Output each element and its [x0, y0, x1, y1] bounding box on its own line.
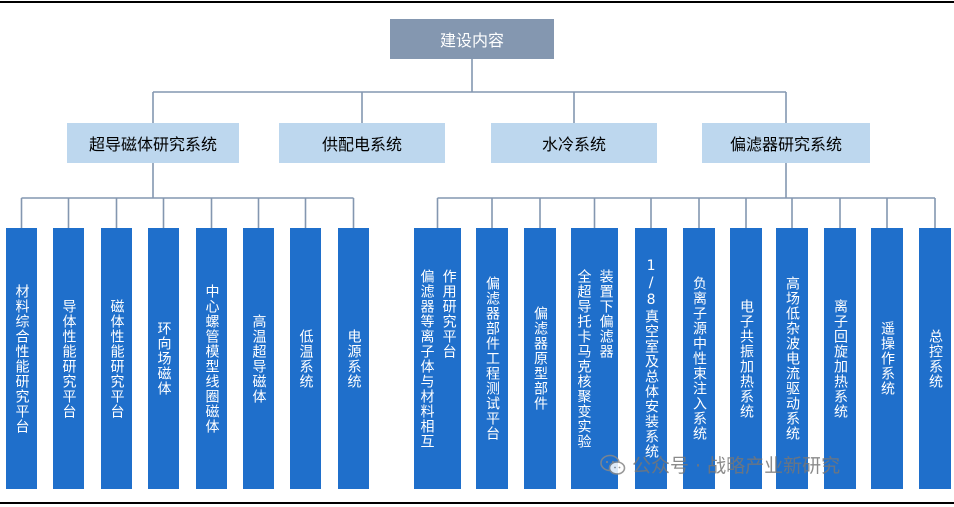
leaf-text-group: 中心螺管模型线圈磁体 [203, 283, 220, 434]
leaf-divertor-7: 高场低杂波电流驱动系统 [776, 228, 808, 489]
leaf-label: 导体性能研究平台 [60, 298, 77, 419]
leaf-divertor-4: 1/8真空室及总体安装系统 [635, 228, 667, 489]
leaf-text-group: 高温超导磁体 [250, 313, 267, 404]
leaf-divertor-1: 偏滤器部件工程测试平台 [476, 228, 508, 489]
leaf-divertor-3: 全超导托卡马克核聚变实验装置下偏滤器 [571, 228, 618, 489]
bottom-rule [0, 502, 954, 504]
leaf-label: 负离子源中性束注入系统 [691, 276, 708, 441]
leaf-label: 磁体性能研究平台 [108, 298, 125, 419]
leaf-label: 偏滤器等离子体与材料相互 [418, 268, 435, 449]
leaf-label: 中心螺管模型线圈磁体 [203, 283, 220, 434]
leaf-magnet-0: 材料综合性能研究平台 [6, 228, 37, 489]
leaf-text-group: 偏滤器原型部件 [532, 306, 548, 411]
leaf-label: 电子共振加热系统 [738, 298, 755, 419]
leaf-divertor-10: 总控系统 [919, 228, 951, 489]
category-label: 偏滤器研究系统 [729, 135, 842, 154]
leaf-label: 高场低杂波电流驱动系统 [784, 276, 801, 441]
leaf-magnet-4: 中心螺管模型线圈磁体 [196, 228, 227, 489]
leaf-divertor-6: 电子共振加热系统 [730, 228, 762, 489]
leaf-label: 偏滤器原型部件 [532, 306, 549, 411]
leaf-label: 离子回旋加热系统 [832, 298, 849, 419]
leaf-text-group: 偏滤器部件工程测试平台 [484, 276, 500, 441]
leaf-label: 总控系统 [927, 328, 944, 389]
root-label: 建设内容 [439, 31, 504, 50]
leaf-label: 高温超导磁体 [250, 313, 267, 404]
leaf-text-group: 磁体性能研究平台 [108, 298, 125, 419]
leaf-text-group: 离子回旋加热系统 [832, 299, 848, 419]
leaf-text-group: 总控系统 [927, 329, 943, 389]
leaf-label: 装置下偏滤器 [597, 268, 614, 359]
leaf-divertor-9: 遥操作系统 [871, 228, 903, 489]
leaf-text-group: 全超导托卡马克核聚变实验装置下偏滤器 [575, 268, 614, 449]
leaf-label: 全超导托卡马克核聚变实验 [575, 268, 592, 449]
leaf-text-group: 导体性能研究平台 [60, 298, 77, 419]
leaf-text-group: 电源系统 [345, 328, 362, 389]
leaf-label: 遥操作系统 [879, 321, 896, 396]
leaf-magnet-1: 导体性能研究平台 [53, 228, 84, 489]
leaf-label: 低温系统 [297, 328, 314, 389]
leaf-divertor-0: 偏滤器等离子体与材料相互作用研究平台 [414, 228, 461, 489]
leaf-text-group: 材料综合性能研究平台 [13, 283, 30, 434]
leaf-text-group: 1/8真空室及总体安装系统 [643, 258, 659, 459]
leaf-text-group: 高场低杂波电流驱动系统 [784, 276, 800, 441]
leaf-magnet-6: 低温系统 [290, 228, 321, 489]
leaf-label: 材料综合性能研究平台 [13, 283, 30, 434]
category-magnet: 超导磁体研究系统 [67, 123, 239, 163]
leaf-magnet-2: 磁体性能研究平台 [101, 228, 132, 489]
leaf-label: 电源系统 [345, 328, 362, 389]
wechat-icon [600, 454, 626, 475]
leaf-magnet-7: 电源系统 [338, 228, 369, 489]
watermark-text: 公众号 · 战略产业新研究 [632, 455, 841, 477]
category-label: 供配电系统 [321, 135, 402, 154]
top-rule [0, 1, 954, 3]
category-label: 超导磁体研究系统 [88, 135, 217, 154]
leaf-divertor-2: 偏滤器原型部件 [524, 228, 556, 489]
leaf-label: 1/8真空室及总体安装系统 [643, 258, 660, 459]
leaf-text-group: 偏滤器等离子体与材料相互作用研究平台 [418, 268, 457, 449]
leaf-label: 偏滤器部件工程测试平台 [484, 276, 501, 441]
leaf-text-group: 环向场磁体 [155, 321, 172, 396]
leaf-magnet-3: 环向场磁体 [148, 228, 179, 489]
leaf-text-group: 负离子源中性束注入系统 [691, 276, 707, 441]
leaf-divertor-8: 离子回旋加热系统 [824, 228, 856, 489]
leaf-label: 环向场磁体 [155, 321, 172, 396]
leaf-text-group: 低温系统 [297, 328, 314, 389]
root-node: 建设内容 [390, 19, 554, 59]
leaf-divertor-5: 负离子源中性束注入系统 [683, 228, 715, 489]
category-power: 供配电系统 [279, 123, 445, 163]
leaf-magnet-5: 高温超导磁体 [243, 228, 274, 489]
category-cooling: 水冷系统 [491, 123, 657, 163]
leaf-text-group: 电子共振加热系统 [738, 299, 754, 419]
leaf-text-group: 遥操作系统 [879, 321, 895, 396]
leaf-label: 作用研究平台 [440, 268, 457, 359]
category-label: 水冷系统 [541, 135, 606, 154]
watermark: 公众号 · 战略产业新研究 [600, 451, 840, 478]
category-divertor: 偏滤器研究系统 [702, 123, 870, 163]
